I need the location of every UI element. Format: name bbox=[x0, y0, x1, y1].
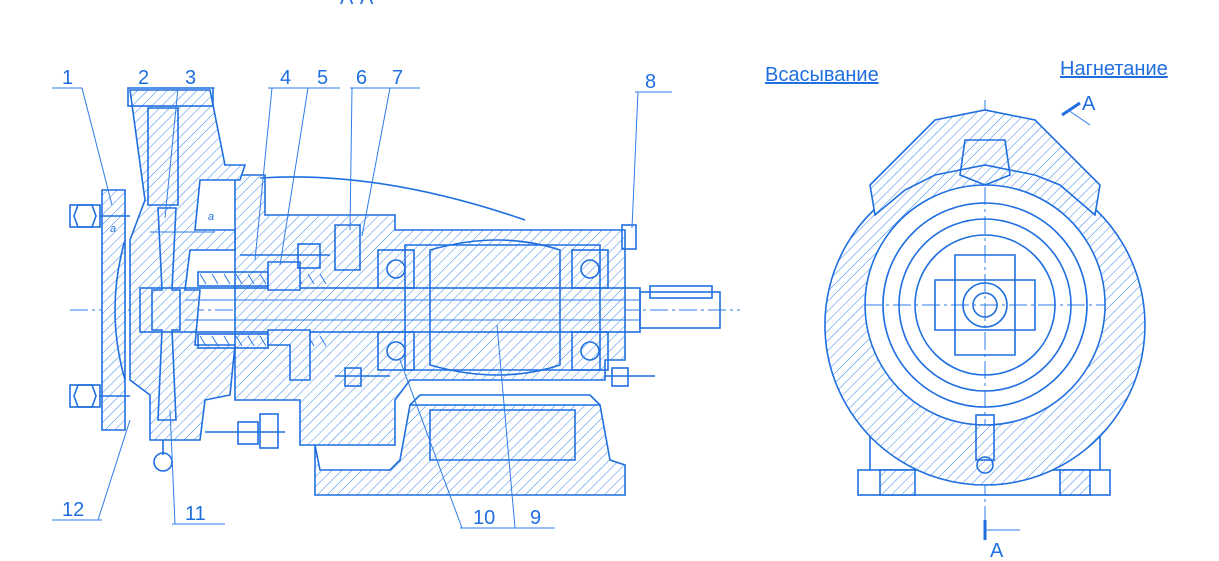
cover-bolt-top bbox=[69, 204, 130, 228]
label-11: 11 bbox=[185, 503, 206, 525]
section-title: А-А bbox=[340, 0, 374, 9]
label-10: 10 bbox=[473, 507, 495, 529]
label-1: 1 bbox=[62, 67, 73, 89]
label-2: 2 bbox=[138, 67, 149, 89]
mark-a-right: а bbox=[208, 211, 214, 223]
mark-a-left: а bbox=[110, 223, 116, 235]
label-12: 12 bbox=[62, 499, 84, 521]
label-5: 5 bbox=[317, 67, 328, 89]
label-7: 7 bbox=[392, 67, 403, 89]
end-view: Всасывание Нагнетание А А bbox=[765, 58, 1168, 561]
volute-casing bbox=[129, 89, 247, 441]
section-mark-top: А bbox=[1082, 93, 1096, 115]
label-4: 4 bbox=[280, 67, 291, 89]
cover-bolt-bottom bbox=[69, 384, 130, 408]
label-8: 8 bbox=[645, 71, 656, 93]
section-mark-bottom: А bbox=[990, 540, 1004, 561]
bearing-front bbox=[377, 249, 415, 371]
bearing-rear bbox=[571, 249, 609, 371]
foot-bolts bbox=[153, 367, 655, 472]
end-view-casing bbox=[824, 164, 1146, 486]
discharge-label: Нагнетание bbox=[1060, 58, 1168, 80]
front-cover bbox=[101, 189, 126, 431]
label-3: 3 bbox=[185, 67, 196, 89]
part-callouts: 1 2 3 4 5 6 7 8 9 bbox=[52, 67, 672, 529]
section-view: А-А bbox=[52, 0, 740, 529]
vent-plug bbox=[621, 224, 637, 250]
label-9: 9 bbox=[530, 507, 541, 529]
label-6: 6 bbox=[356, 67, 367, 89]
suction-label: Всасывание bbox=[765, 64, 879, 86]
impeller bbox=[151, 207, 181, 421]
